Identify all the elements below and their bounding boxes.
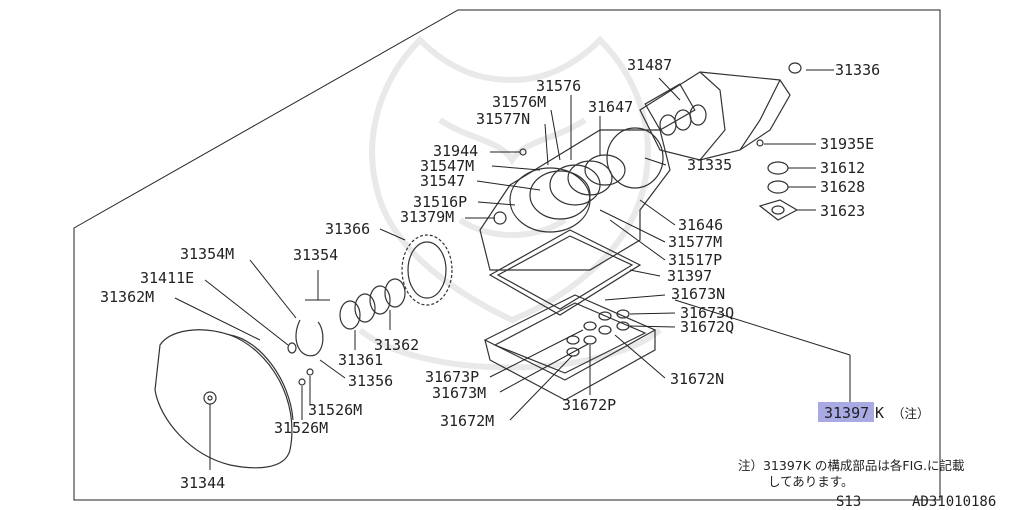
label-31516P: 31516P: [413, 193, 467, 211]
footer-model: S13: [836, 494, 861, 510]
label-31336: 31336: [835, 61, 880, 79]
label-31623: 31623: [820, 202, 865, 220]
kit-part-number[interactable]: 31397: [824, 404, 869, 422]
label-31547: 31547: [420, 172, 465, 190]
label-31361: 31361: [338, 351, 383, 369]
label-31335: 31335: [687, 156, 732, 174]
label-31379M: 31379M: [400, 208, 454, 226]
label-31672P: 31672P: [562, 396, 616, 414]
plug-31526M-a: [298, 378, 306, 386]
leader-lines: [174, 69, 851, 470]
label-31356: 31356: [348, 372, 393, 390]
footer-figure-id: AD31010186: [912, 494, 996, 510]
label-31487: 31487: [627, 56, 672, 74]
gasket-31366-inner: [407, 241, 447, 299]
label-31672Q: 31672Q: [680, 318, 734, 336]
converter-housing: [154, 329, 294, 469]
transmission-case: [479, 127, 671, 271]
label-31526M-lower: 31526M: [274, 419, 328, 437]
rear-extension-housing: [639, 62, 802, 161]
diagram-frame: [73, 9, 941, 501]
label-31673N: 31673N: [671, 285, 725, 303]
label-31935E: 31935E: [820, 135, 874, 153]
small-seals: [756, 139, 799, 221]
kit-note-mark: （注）: [892, 406, 930, 421]
gasket-31366: [401, 234, 453, 306]
note-line-2: してあります。: [768, 474, 854, 489]
pan-seal-rings: [566, 309, 630, 357]
label-31576: 31576: [536, 77, 581, 95]
label-31397: 31397: [667, 267, 712, 285]
label-31362M: 31362M: [100, 288, 154, 306]
label-31517P: 31517P: [668, 251, 722, 269]
label-31612: 31612: [820, 159, 865, 177]
small-ring-31411E: [287, 342, 297, 354]
label-31411E: 31411E: [140, 269, 194, 287]
snap-ring: [295, 319, 324, 357]
label-31344: 31344: [180, 474, 225, 492]
label-31354M: 31354M: [180, 245, 234, 263]
kit-suffix: K: [875, 404, 884, 422]
label-31646: 31646: [678, 216, 723, 234]
label-31672M: 31672M: [440, 412, 494, 430]
label-31672N: 31672N: [670, 370, 724, 388]
note-line-1: 注）31397K の構成部品は各FIG.に記載: [738, 458, 965, 473]
seal-rings: [339, 278, 406, 330]
label-31673P: 31673P: [425, 368, 479, 386]
label-31647: 31647: [588, 98, 633, 116]
label-31628: 31628: [820, 178, 865, 196]
plug-31526M-b: [306, 368, 314, 376]
label-31673M: 31673M: [432, 384, 486, 402]
label-31354: 31354: [293, 246, 338, 264]
label-31577N: 31577N: [476, 110, 530, 128]
oil-pan-gasket: [488, 229, 642, 316]
label-31577M: 31577M: [668, 233, 722, 251]
oil-pan: [483, 294, 657, 401]
label-31944: 31944: [433, 142, 478, 160]
label-31362: 31362: [374, 336, 419, 354]
kit-callout[interactable]: 31397 K （注）: [818, 402, 930, 422]
label-31366: 31366: [325, 220, 370, 238]
label-31547M: 31547M: [420, 157, 474, 175]
label-31673Q: 31673Q: [680, 304, 734, 322]
label-31576M: 31576M: [492, 93, 546, 111]
label-31526M: 31526M: [308, 401, 362, 419]
kit-highlight[interactable]: [818, 402, 874, 422]
